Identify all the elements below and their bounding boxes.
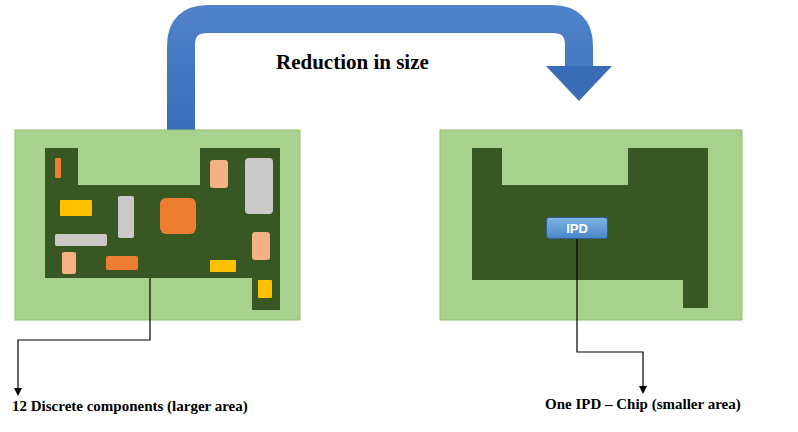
size-arrow: [181, 19, 579, 130]
leader-line: [18, 278, 150, 392]
caption-label: One IPD – Chip (smaller area): [545, 396, 741, 413]
chip-label: IPD: [566, 221, 588, 236]
discrete-board: [15, 130, 300, 320]
ipd-chip: IPD: [546, 217, 608, 239]
diagram-title: Reduction in size: [276, 50, 429, 75]
arrow-head: [546, 66, 612, 101]
ipd-board: [440, 130, 742, 320]
leader-line: [577, 239, 643, 390]
caption-label: 12 Discrete components (larger area): [12, 398, 248, 415]
